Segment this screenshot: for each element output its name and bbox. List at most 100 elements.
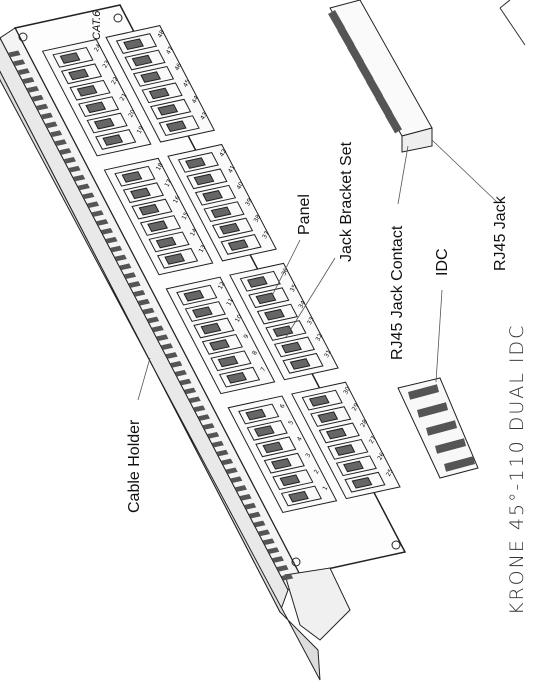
port-slot [102, 134, 124, 146]
port-number: 6 [279, 403, 287, 410]
port-slot [325, 427, 347, 440]
rj45-port [131, 198, 173, 220]
port-slot [131, 54, 153, 67]
rj45-port [132, 65, 175, 87]
port-slot [76, 85, 98, 97]
cable-holder-tooth [165, 352, 178, 359]
port-slot [85, 101, 107, 114]
wire-fragment-icon [499, 0, 526, 46]
bracket-slot [328, 9, 345, 32]
rj45-port [310, 406, 352, 427]
port-number: 30 [342, 386, 352, 396]
rj45-port [78, 96, 120, 118]
idc-teeth [408, 384, 476, 472]
port-slot [262, 441, 284, 454]
rj45-port [150, 98, 192, 120]
port-slot [209, 339, 230, 351]
rj45-port [124, 49, 166, 71]
port-number: 46 [174, 62, 184, 72]
port-slot [200, 322, 222, 335]
port-number: 43 [199, 111, 209, 121]
cat-label: CAT.6 [91, 10, 103, 40]
port-number: 7 [260, 366, 268, 373]
cable-holder-tooth [73, 174, 86, 182]
cable-holder-tooth [124, 272, 137, 279]
port-slot [183, 289, 205, 302]
port-number: 23 [102, 59, 112, 69]
rj45-port [86, 112, 128, 134]
rj45-port [139, 215, 182, 236]
rj45-port [114, 165, 156, 187]
idc-tooth [408, 384, 440, 400]
rj45-jack-label: RJ45 Jack [492, 196, 509, 271]
port-slot [155, 236, 177, 249]
port-slot [193, 173, 215, 186]
port-slot [308, 394, 330, 407]
rj45-port [265, 320, 307, 341]
cable-holder-tooth [68, 165, 81, 173]
rj45-port [158, 115, 200, 137]
port-slot [165, 120, 187, 133]
diagram-title: KRONE 45°-110 DUAL IDC [506, 323, 528, 615]
cable-holder-tooth [82, 192, 95, 200]
rj45-port [218, 366, 261, 388]
rj45-port [176, 284, 218, 306]
bracket-slots [328, 9, 402, 134]
port-slot [148, 87, 170, 100]
rj45-port [141, 82, 183, 104]
port-slot [217, 355, 239, 368]
port-number: 38 [253, 213, 263, 223]
cable-holder-tooth [87, 201, 100, 208]
port-slot [317, 411, 339, 423]
rj45-port [272, 469, 314, 491]
cable-holder-tooth [179, 378, 192, 386]
port-number: 22 [110, 76, 120, 86]
port-number: 41 [227, 164, 237, 174]
port-slot [138, 203, 160, 216]
leader-lines [137, 139, 499, 401]
rj45-port [210, 350, 252, 372]
port-number: 37 [261, 230, 271, 240]
rj45-port [201, 333, 244, 355]
screw-hole [391, 540, 401, 550]
idc-tooth [435, 438, 467, 454]
rj45-port [177, 152, 219, 173]
rj45-port [301, 389, 343, 411]
cable-holder-tooth [207, 431, 220, 439]
rj45-port [95, 129, 137, 150]
cable-holder-tooth [59, 148, 72, 155]
port-number: 14 [189, 227, 199, 237]
cable-holder-tooth [248, 511, 261, 519]
cable-holder-tooth [36, 103, 49, 111]
port-number: 11 [225, 297, 235, 307]
rj45-port [211, 217, 254, 239]
port-slot [219, 222, 241, 235]
cable-holder-tooth [110, 245, 123, 253]
port-slot [202, 190, 223, 202]
idc-label: IDC [434, 248, 451, 276]
cable-holder-tooth [128, 281, 141, 288]
cable-holder-tooth [188, 396, 201, 404]
port-slot [59, 52, 81, 64]
idc-component [397, 377, 479, 479]
cable-holder-tooth [239, 494, 252, 501]
port-number: 10 [234, 313, 244, 323]
cable-holder-tooth [262, 538, 275, 545]
leader-idc [435, 289, 443, 383]
port-slot [246, 276, 268, 288]
bracket-slot [385, 111, 402, 134]
port-number: 45 [182, 78, 192, 88]
cable-holder-tooth [142, 307, 155, 315]
cable-holder-tooth [225, 467, 238, 475]
rj45-port [327, 438, 369, 460]
rj45-port [238, 403, 280, 425]
port-number: 42 [218, 148, 228, 158]
port-number: 35 [289, 283, 299, 293]
cable-holder-tooth [105, 236, 118, 244]
rj45-port [203, 201, 245, 223]
port-slot [157, 104, 179, 116]
cable-holder-tooth [8, 50, 21, 58]
port-number: 34 [297, 300, 307, 310]
cable-holder-tooth [276, 565, 289, 572]
rj45-port [318, 422, 360, 444]
